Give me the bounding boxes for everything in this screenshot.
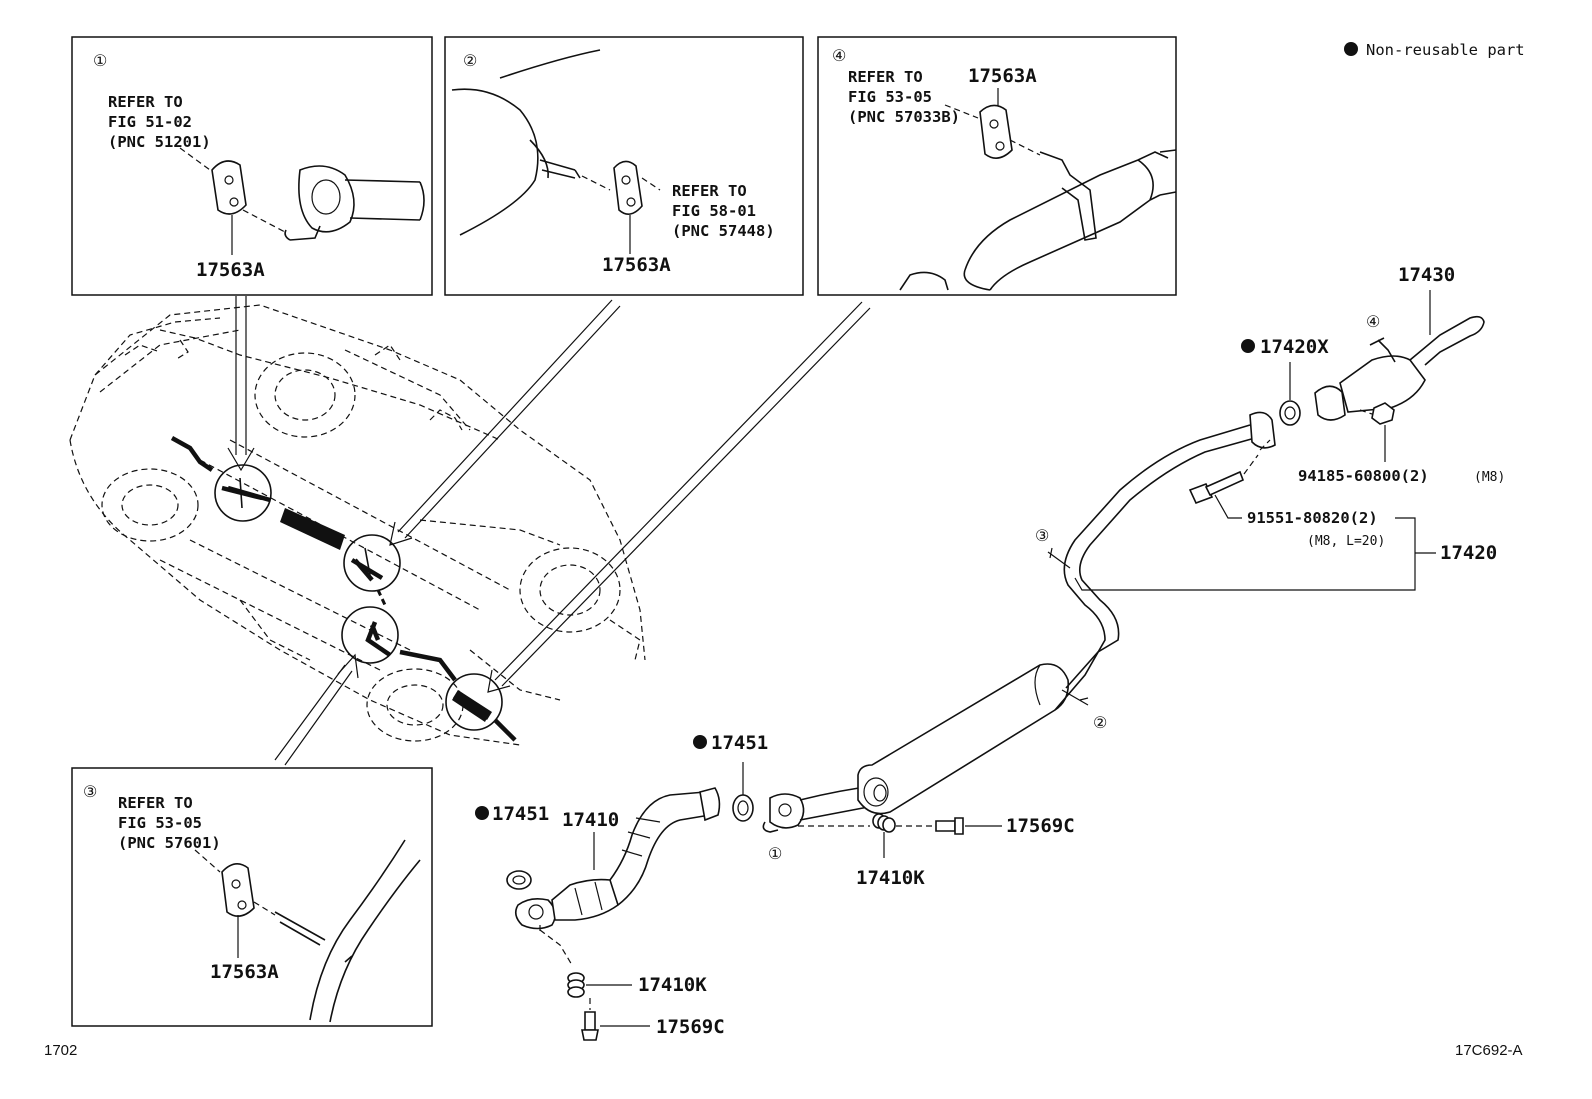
flange-icon (1249, 411, 1276, 449)
refer-line: REFER TO (672, 182, 747, 200)
bolt-icon (581, 1011, 599, 1041)
catalytic-converter-icon (551, 878, 619, 921)
marker-2: ② (1093, 715, 1107, 732)
part-label-94185: 94185-60800(2) (1298, 467, 1429, 485)
non-reusable-icon (693, 735, 707, 749)
part-label-17430: 17430 (1398, 264, 1455, 286)
rubber-hanger-icon (211, 160, 247, 215)
refer-line: (PNC 51201) (108, 133, 211, 151)
spring-icon (872, 813, 896, 833)
gasket-icon (1279, 400, 1301, 426)
position-markers: ④ ③ ② ① (768, 314, 1380, 863)
refer-line: FIG 53-05 (848, 88, 932, 106)
part-label-17563a: 17563A (968, 65, 1037, 87)
part-label-17420: 17420 (1440, 542, 1497, 564)
muffler-end-icon (451, 49, 601, 236)
refer-line: (PNC 57601) (118, 834, 221, 852)
inset-marker: ④ (832, 48, 846, 65)
part-label-17451: 17451 (492, 803, 549, 825)
refer-line: REFER TO (848, 68, 923, 86)
refer-line: FIG 51-02 (108, 113, 192, 131)
gasket-icon (506, 870, 532, 890)
legend: Non-reusable part (1344, 41, 1525, 59)
refer-line: REFER TO (108, 93, 183, 111)
catalytic-converter-icon (1339, 355, 1426, 413)
part-label-91551-size: (M8, L=20) (1307, 534, 1385, 549)
inset-leader-arrows (227, 296, 871, 766)
inset-marker: ② (463, 53, 477, 70)
inset-marker: ③ (83, 784, 97, 801)
non-reusable-icon (1241, 339, 1255, 353)
exhaust-flange-icon (284, 165, 425, 241)
zoom-circle-4 (445, 673, 503, 731)
inset-panel-3: ③ REFER TO FIG 53-05 (PNC 57601) 17563A (71, 767, 433, 1027)
pipe-bracket-icon (274, 839, 421, 1023)
part-label-17569c: 17569C (656, 1016, 725, 1038)
part-label-17410k: 17410K (638, 974, 707, 996)
vehicle-underbody-outline (69, 304, 646, 746)
filled-circle-icon (1344, 42, 1358, 56)
center-pipe-muffler-assembly (732, 290, 1485, 858)
part-label-17569c: 17569C (1006, 815, 1075, 837)
flange-icon (1314, 385, 1346, 421)
non-reusable-icon (475, 806, 489, 820)
part-label-17451: 17451 (711, 732, 768, 754)
refer-line: FIG 58-01 (672, 202, 756, 220)
part-label-94185-size: (M8) (1474, 470, 1505, 485)
part-label-17420x: 17420X (1260, 336, 1329, 358)
rubber-hanger-icon (221, 863, 255, 917)
part-labels: 17430 17420X 94185-60800(2) (M8) 91551-8… (475, 264, 1505, 1038)
zoom-circle-3 (341, 606, 399, 664)
zoom-circle-1 (214, 464, 272, 522)
flange-icon (769, 793, 805, 829)
marker-3: ③ (1035, 528, 1049, 545)
refer-line: REFER TO (118, 794, 193, 812)
marker-4: ④ (1366, 314, 1380, 331)
part-label-91551: 91551-80820(2) (1247, 509, 1378, 527)
part-label-17563a: 17563A (210, 961, 279, 983)
bolt-icon (935, 817, 964, 835)
gasket-icon (732, 794, 754, 822)
part-label-17410k: 17410K (856, 867, 925, 889)
inset-panel-2: ② REFER TO FIG 58-01 (PNC 57448) 17563A (444, 36, 804, 296)
refer-line: (PNC 57448) (672, 222, 775, 240)
rubber-hanger-icon (613, 160, 643, 215)
nut-icon (1371, 402, 1395, 425)
bolt-icon (1188, 470, 1245, 505)
refer-line: (PNC 57033B) (848, 108, 960, 126)
illustration-code: 17C692-A (1455, 1042, 1523, 1059)
inset-marker: ① (93, 53, 107, 70)
part-label-17563a: 17563A (602, 254, 671, 276)
figure-code: 1702 (44, 1042, 77, 1059)
inset-panel-4: ④ REFER TO FIG 53-05 (PNC 57033B) 17563A (817, 36, 1177, 296)
catalytic-converter-icon (899, 149, 1177, 291)
front-pipe-assembly (506, 787, 721, 1041)
spring-icon (567, 972, 585, 998)
marker-1: ① (768, 846, 782, 863)
part-label-17410: 17410 (562, 809, 619, 831)
legend-text: Non-reusable part (1366, 41, 1525, 59)
part-label-17563a: 17563A (196, 259, 265, 281)
rubber-hanger-icon (979, 104, 1013, 159)
flange-icon (514, 898, 556, 930)
vehicle-exhaust-path (170, 436, 517, 742)
inset-panel-1: ① REFER TO FIG 51-02 (PNC 51201) 17563A (71, 36, 433, 296)
refer-line: FIG 53-05 (118, 814, 202, 832)
zoom-circle-2 (343, 534, 401, 592)
muffler-icon (857, 663, 1070, 815)
